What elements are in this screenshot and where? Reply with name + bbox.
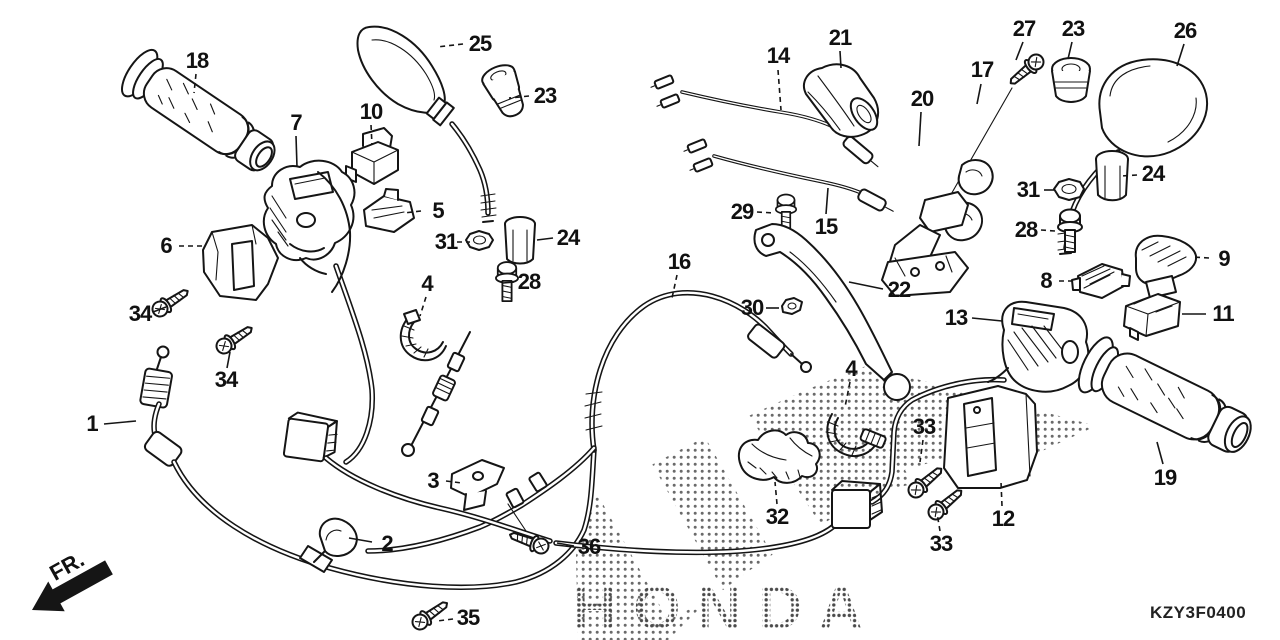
part-10-switch <box>345 127 399 185</box>
callout-19: 19 <box>1153 465 1178 490</box>
callout-3: 3 <box>427 468 439 493</box>
part-11-switch-block <box>1123 293 1181 341</box>
callout-23: 23 <box>1061 16 1086 41</box>
callout-26: 26 <box>1173 18 1198 43</box>
part-22-brake-lever <box>753 223 911 401</box>
part-28-right-bolt <box>1057 208 1083 253</box>
part-25-left-mirror <box>356 25 497 223</box>
part-5-connector <box>363 188 415 233</box>
part-27-bolt <box>1004 50 1048 91</box>
part-20-bracket <box>881 191 969 297</box>
callout-21: 21 <box>828 25 853 50</box>
part-23-left-boot <box>481 64 524 118</box>
callout-17: 17 <box>970 57 995 82</box>
callout-10: 10 <box>359 99 384 124</box>
diagram-code: KZY3F0400 <box>1150 603 1247 622</box>
callout-1: 1 <box>86 411 98 436</box>
wire-14 <box>650 74 879 168</box>
callout-31: 31 <box>434 229 459 254</box>
honda-watermark-text: HONDA <box>572 574 879 640</box>
callout-18: 18 <box>185 48 210 73</box>
leader-lines <box>103 41 1210 622</box>
callout-16: 16 <box>667 249 692 274</box>
callout-4: 4 <box>421 271 433 296</box>
part-19-right-grip <box>1077 336 1252 453</box>
part-31-right-nut <box>1053 178 1085 201</box>
callout-34: 34 <box>214 367 239 392</box>
callout-4: 4 <box>845 356 857 381</box>
callout-13: 13 <box>944 305 969 330</box>
callout-33: 33 <box>912 414 937 439</box>
callout-14: 14 <box>766 43 791 68</box>
part-34-screw-a <box>148 283 194 321</box>
part-23-right-boot <box>1051 57 1091 103</box>
callout-5: 5 <box>432 198 444 223</box>
callout-22: 22 <box>887 277 912 302</box>
part-31-left-nut <box>465 230 494 251</box>
callout-28: 28 <box>517 269 542 294</box>
callout-25: 25 <box>468 31 493 56</box>
callout-24: 24 <box>556 225 581 250</box>
part-4-right-clip <box>825 413 887 457</box>
part-28-left-bolt <box>495 261 519 303</box>
callout-6: 6 <box>160 233 172 258</box>
callout-12: 12 <box>991 506 1016 531</box>
part-8-switch <box>1071 263 1131 299</box>
callout-15: 15 <box>814 214 839 239</box>
front-direction-arrow: FR. <box>32 547 113 612</box>
part-24-left-cap <box>504 216 536 265</box>
part-18-left-grip <box>121 48 276 172</box>
callout-7: 7 <box>290 110 302 135</box>
callout-33: 33 <box>929 531 954 556</box>
part-6-bracket <box>202 224 279 301</box>
callout-9: 9 <box>1218 246 1230 271</box>
part-33-screw-b <box>924 483 968 524</box>
part-9-cover <box>1134 234 1198 299</box>
callout-30: 30 <box>740 295 765 320</box>
callout-27: 27 <box>1012 16 1037 41</box>
callout-2: 2 <box>381 531 393 556</box>
part-24-right-cap <box>1095 150 1129 202</box>
part-3-bracket <box>450 459 505 511</box>
callout-32: 32 <box>765 504 790 529</box>
part-30-nut <box>781 297 803 315</box>
part-32-clamp <box>737 429 821 484</box>
part-7-left-switch-housing <box>262 159 356 293</box>
callout-11: 11 <box>1212 301 1234 326</box>
callout-24: 24 <box>1141 161 1166 186</box>
callout-23: 23 <box>533 83 558 108</box>
callout-8: 8 <box>1040 268 1052 293</box>
part-34-screw-b <box>212 320 258 358</box>
part-35-screw <box>408 595 453 634</box>
wire-15 <box>683 138 894 212</box>
cable-harness-art <box>139 74 1007 591</box>
part-12-cover <box>943 385 1038 489</box>
connector-box-left <box>282 411 338 463</box>
callout-31: 31 <box>1016 177 1041 202</box>
part-2-clamp <box>299 517 358 573</box>
part-21-boot <box>803 63 880 138</box>
part-4-left-clip <box>399 309 447 362</box>
callout-28: 28 <box>1014 217 1039 242</box>
connector-box-right <box>831 480 883 529</box>
part-13-right-switch-housing <box>987 300 1090 393</box>
callout-35: 35 <box>456 605 481 630</box>
callout-29: 29 <box>730 199 755 224</box>
callout-36: 36 <box>577 534 602 559</box>
callout-34: 34 <box>128 301 153 326</box>
callout-20: 20 <box>910 86 935 111</box>
